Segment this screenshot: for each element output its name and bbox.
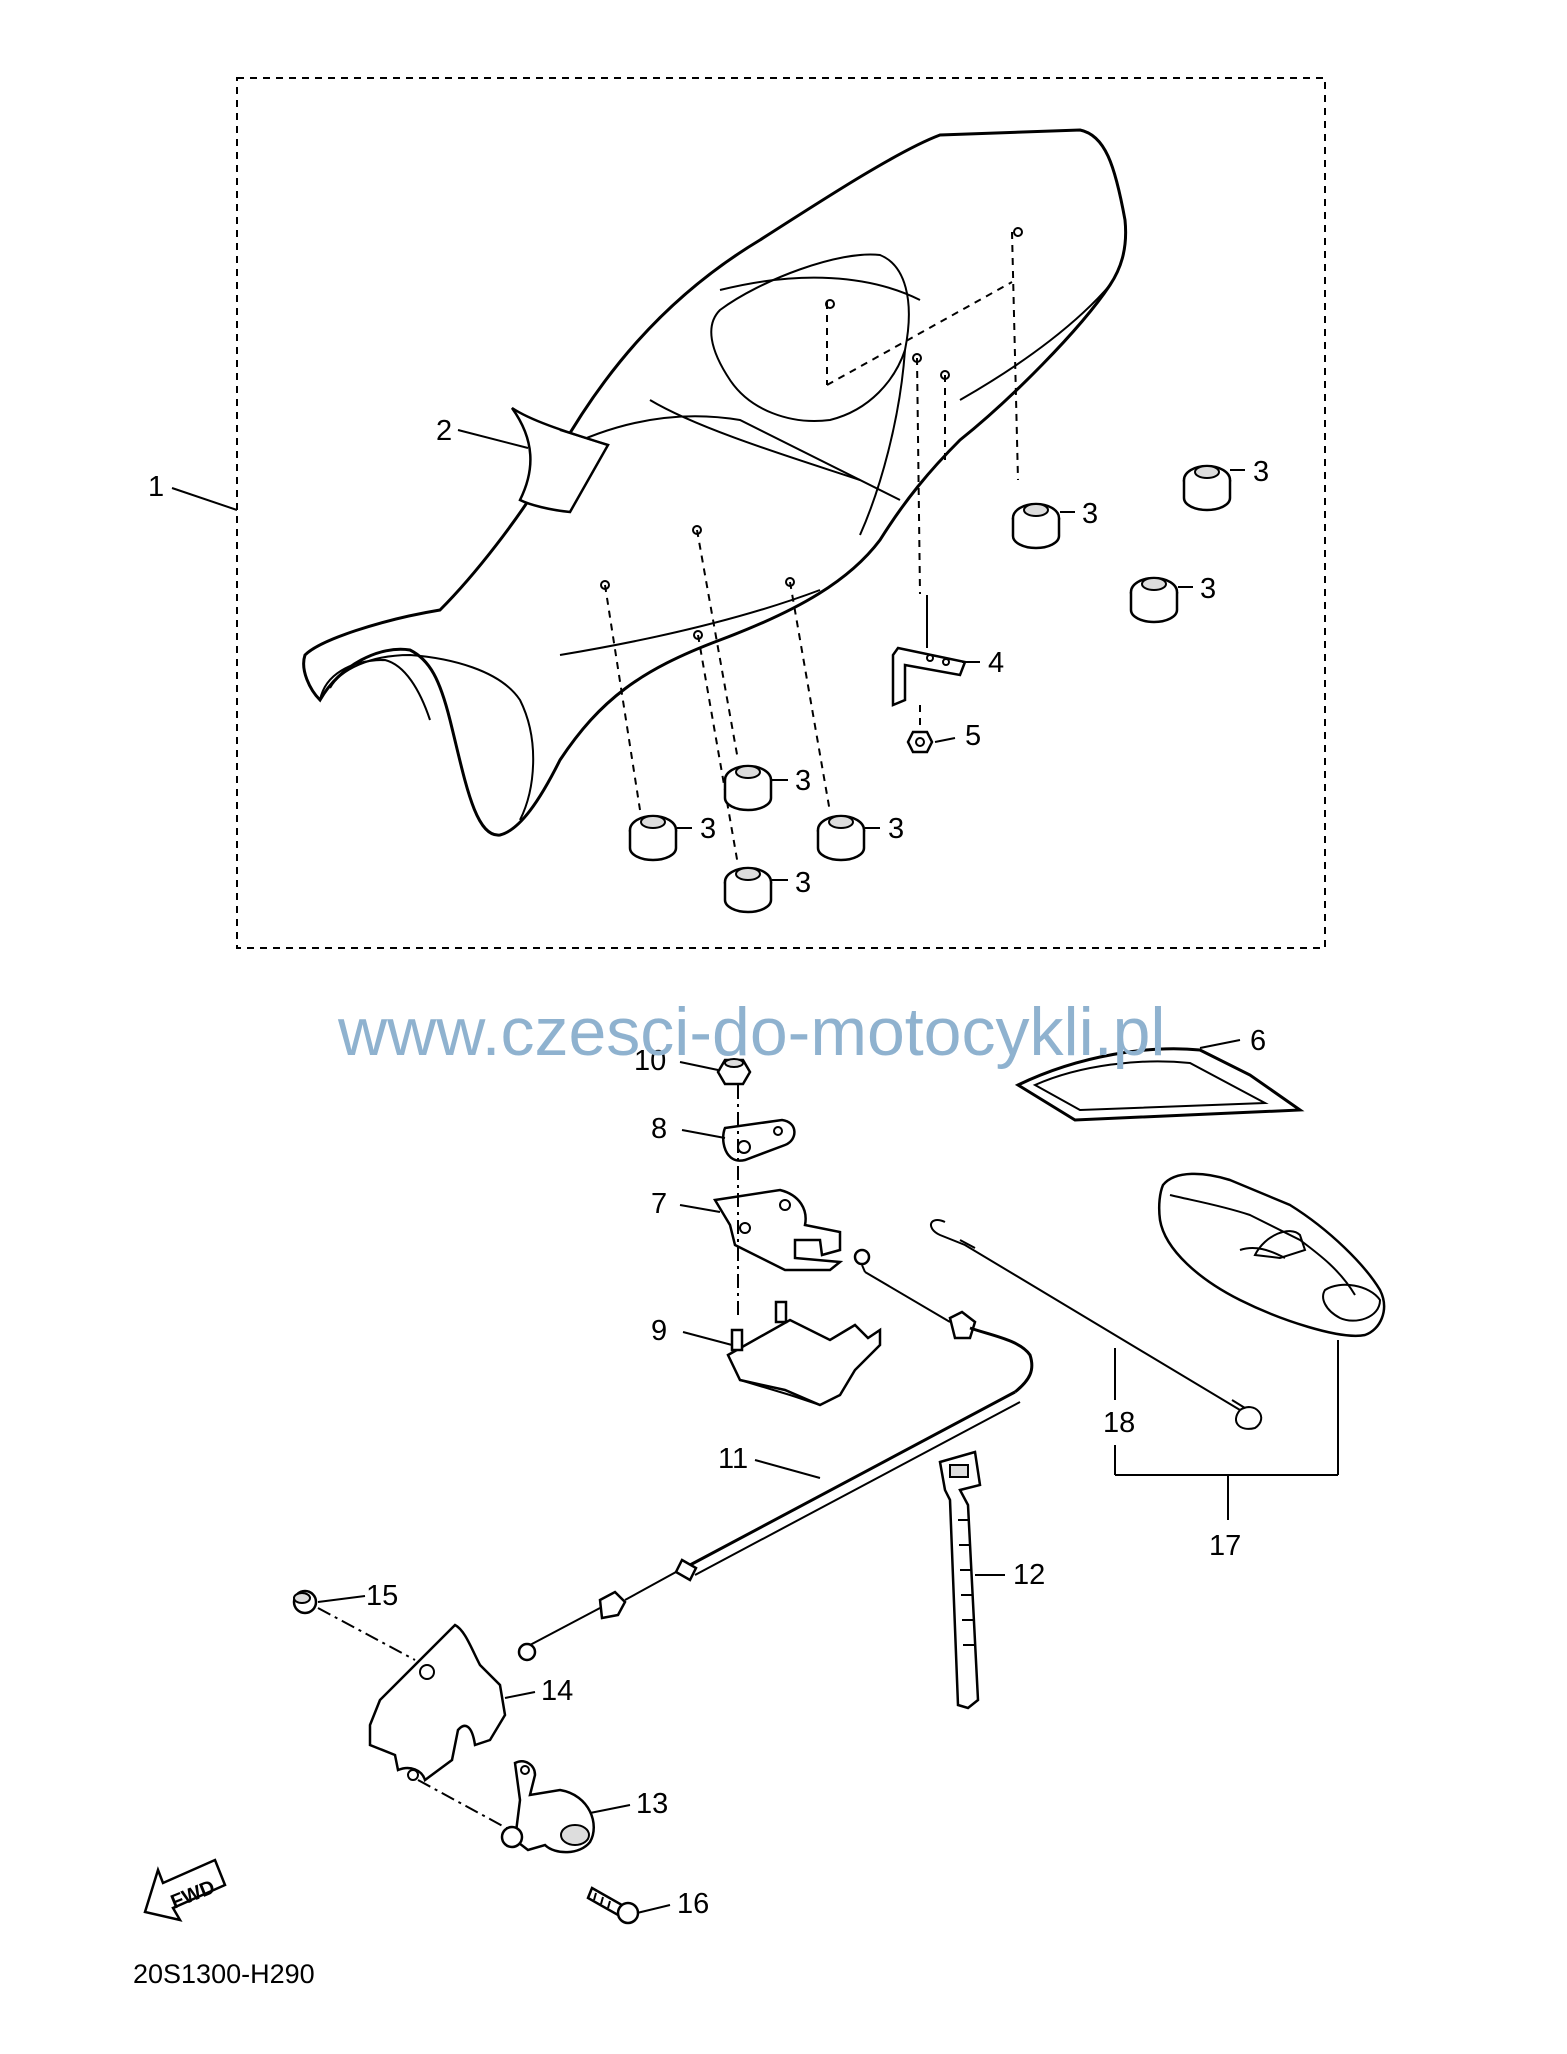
- callout-9: 9: [651, 1315, 667, 1347]
- bracket[interactable]: [891, 595, 967, 707]
- damper-leader-lines: [600, 227, 1023, 866]
- screw[interactable]: [586, 1886, 640, 1925]
- callout-13: 13: [636, 1788, 668, 1820]
- seat-lock-hook[interactable]: [712, 1188, 844, 1272]
- seat-assembly-boundary: [236, 77, 1326, 949]
- bolt[interactable]: [292, 1589, 318, 1615]
- damper-7[interactable]: [723, 866, 773, 914]
- callout-5: 5: [965, 720, 981, 752]
- seat[interactable]: [302, 128, 1128, 837]
- bolt-center-line: [317, 1607, 416, 1661]
- diagram-code: 20S1300-H290: [133, 1959, 315, 1989]
- kit-bracket-lines: [1114, 1340, 1339, 1520]
- lock-center-line-2: [417, 1779, 511, 1831]
- tool-bag[interactable]: [1157, 1172, 1386, 1337]
- seat-trim-gasket[interactable]: [1014, 1047, 1305, 1122]
- damper-6[interactable]: [816, 814, 866, 862]
- callout-2: 2: [436, 415, 452, 447]
- callout-3e: 3: [700, 813, 716, 845]
- helmet-wire-cable[interactable]: [930, 1219, 1263, 1430]
- callout-6: 6: [1250, 1025, 1266, 1057]
- callout-7: 7: [651, 1188, 667, 1220]
- callout-18: 18: [1103, 1407, 1135, 1439]
- damper-5[interactable]: [628, 814, 678, 862]
- cable-guide-bracket[interactable]: [368, 1623, 507, 1783]
- callout-3f: 3: [888, 813, 904, 845]
- callout-17: 17: [1209, 1530, 1241, 1562]
- seat-lock-cable[interactable]: [517, 1248, 1034, 1662]
- lock-base-plate[interactable]: [726, 1300, 882, 1407]
- callout-3d: 3: [795, 765, 811, 797]
- callout-11: 11: [718, 1443, 748, 1475]
- damper-1[interactable]: [1182, 464, 1232, 512]
- damper-4[interactable]: [723, 764, 773, 812]
- callout-8: 8: [651, 1113, 667, 1145]
- damper-2[interactable]: [1011, 502, 1061, 550]
- forward-arrow-icon: FWD: [143, 1858, 227, 1922]
- callout-16: 16: [677, 1888, 709, 1920]
- damper-3[interactable]: [1129, 576, 1179, 624]
- callout-1: 1: [148, 471, 164, 503]
- nut[interactable]: [906, 705, 934, 754]
- cable-tie[interactable]: [938, 1450, 982, 1710]
- leader-lines: [171, 429, 1245, 1914]
- callout-15: 15: [366, 1580, 398, 1612]
- callout-labels: 1 2 3 3 3 3 3 3 3 4 5 6 7 8 9 10 11 12 1…: [148, 415, 1269, 1920]
- lock-plate[interactable]: [721, 1118, 796, 1162]
- callout-4: 4: [988, 647, 1004, 679]
- watermark: www.czesci-do-motocykli.pl: [337, 994, 1166, 1070]
- callout-10: 10: [634, 1045, 666, 1077]
- callout-3g: 3: [795, 867, 811, 899]
- callout-14: 14: [541, 1675, 573, 1707]
- lock-nut[interactable]: [716, 1058, 752, 1086]
- callout-3b: 3: [1082, 498, 1098, 530]
- callout-3a: 3: [1253, 456, 1269, 488]
- callout-12: 12: [1013, 1559, 1045, 1591]
- callout-3c: 3: [1200, 573, 1216, 605]
- seat-lock-cylinder[interactable]: [500, 1760, 595, 1854]
- seat-label-sticker[interactable]: [510, 406, 610, 514]
